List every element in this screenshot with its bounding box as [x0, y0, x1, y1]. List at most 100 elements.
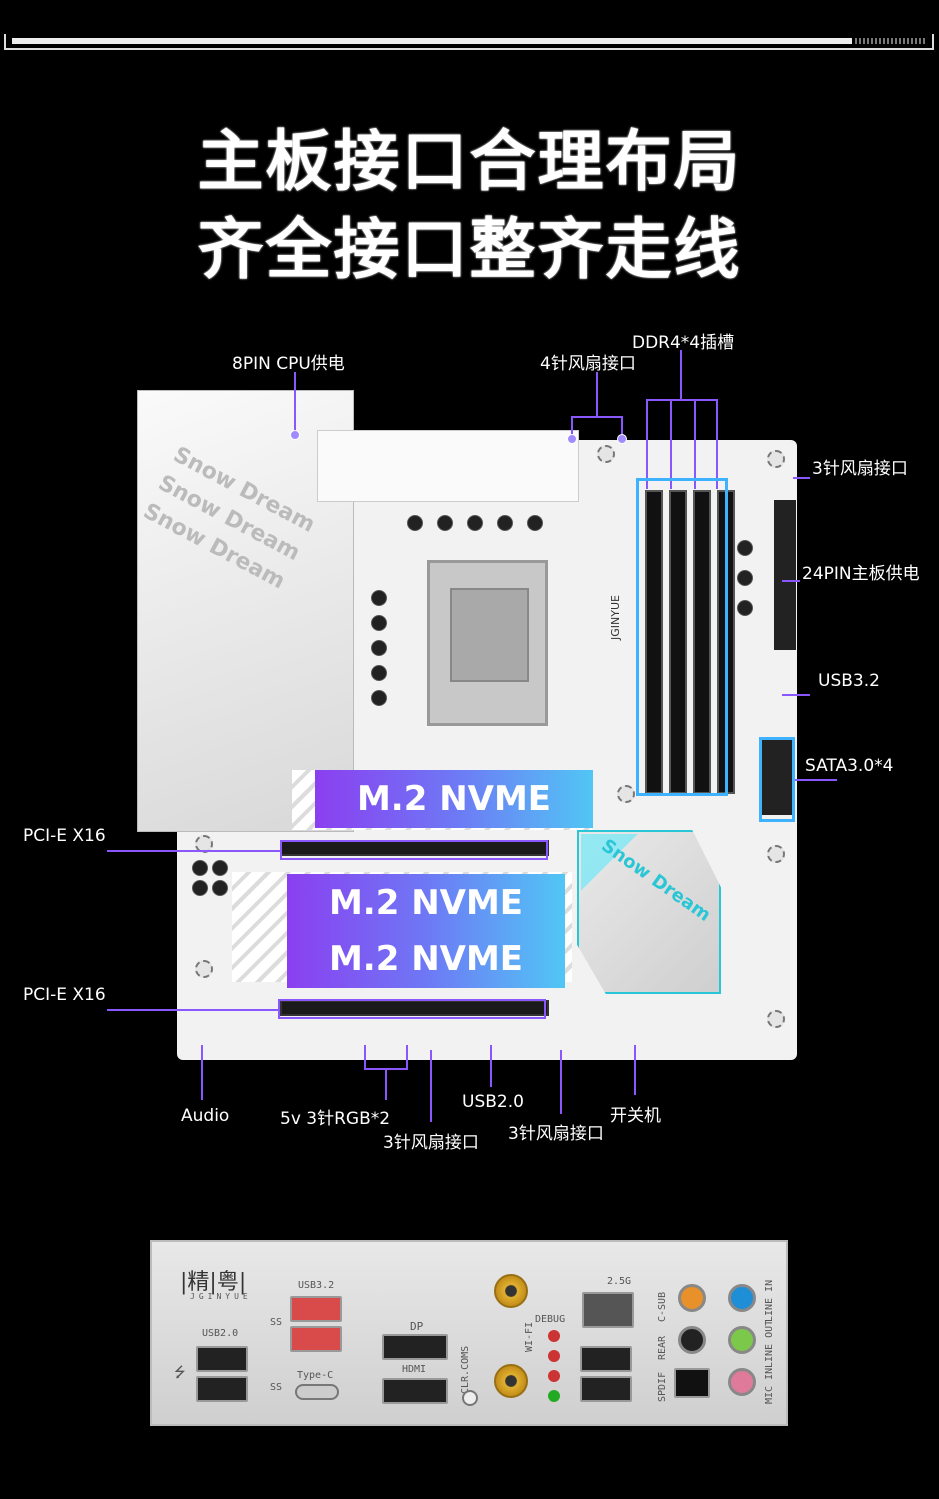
capacitor: [437, 515, 453, 531]
usb32-port-2: [290, 1326, 342, 1352]
sata-highlight: [759, 737, 795, 822]
callout-line-rgb-left: [364, 1045, 366, 1069]
usb20-port-1: [196, 1346, 248, 1372]
label-atx24: 24PIN主板供电: [802, 564, 920, 584]
sata-ports: [762, 740, 792, 815]
capacitor: [467, 515, 483, 531]
capacitor: [371, 590, 387, 606]
capacitor: [371, 615, 387, 631]
callout-line-cpu-power: [294, 372, 296, 434]
ddr4-bracket-mid2: [694, 399, 696, 489]
mount-hole: [617, 785, 635, 803]
audio-jack-line-out: [728, 1326, 756, 1354]
capacitor: [371, 690, 387, 706]
rear-io-panel: |精|粤| JGINYUE USB2.0 ⭍ USB3.2 SS SS Type…: [150, 1240, 788, 1426]
label-cpu-power: 8PIN CPU供电: [232, 354, 345, 374]
callout-dot: [617, 434, 627, 444]
pcie-top-highlight: [280, 840, 548, 860]
io-brand-sub: JGINYUE: [190, 1292, 252, 1301]
io-label-line-out: LINE OUT: [764, 1319, 775, 1368]
io-brand: |精|粤|: [180, 1270, 247, 1295]
top-frame: [4, 34, 934, 50]
audio-jack-line-in: [728, 1284, 756, 1312]
callout-line-audio: [201, 1045, 203, 1100]
lan-port: [582, 1292, 634, 1328]
io-label-dp: DP: [410, 1320, 424, 1333]
mount-hole: [195, 960, 213, 978]
audio-jack-c-sub: [678, 1284, 706, 1312]
ddr4-highlight: [636, 478, 728, 796]
capacitor: [371, 640, 387, 656]
motherboard-image: Snow Dream Snow Dream Snow Dream JGINYUE…: [137, 390, 797, 1060]
hdmi-port: [382, 1378, 448, 1404]
io-label-mic-in: MIC IN: [764, 1367, 775, 1404]
mount-hole: [597, 445, 615, 463]
io-label-typec: Type-C: [297, 1370, 334, 1381]
mount-hole: [767, 450, 785, 468]
capacitor: [407, 515, 423, 531]
m2-label-3: M.2 NVME: [287, 930, 565, 988]
label-fan3pin-right: 3针风扇接口: [812, 459, 908, 479]
callout-line-fan4pin-right: [621, 416, 623, 438]
top-frame-tail: [855, 38, 927, 44]
clr-cmos-button: [462, 1390, 478, 1406]
callout-line-fan-bottom-left: [430, 1050, 432, 1122]
io-label-ss1: SS: [270, 1317, 283, 1328]
io-label-usb32: USB3.2: [298, 1280, 335, 1291]
capacitor: [192, 860, 208, 876]
callout-line-sata: [795, 779, 837, 781]
label-fan3pin-bottom-right: 3针风扇接口: [508, 1124, 604, 1144]
io-label-wifi: WI-FI: [524, 1321, 535, 1352]
audio-jack-rear: [678, 1326, 706, 1354]
debug-led-2: [548, 1350, 560, 1362]
io-label-debug: DEBUG: [535, 1314, 566, 1325]
vrm-heatsink: [317, 430, 579, 502]
capacitor: [737, 570, 753, 586]
callout-line-ddr4: [680, 350, 682, 400]
callout-line-power-switch: [634, 1045, 636, 1095]
io-label-clr: CLR.COMS: [460, 1345, 471, 1394]
capacitor: [737, 540, 753, 556]
label-ddr4: DDR4*4插槽: [632, 333, 735, 353]
label-pcie-top: PCI-E X16: [23, 826, 106, 846]
io-label-hdmi: HDMI: [402, 1364, 427, 1375]
debug-led-4: [548, 1390, 560, 1402]
callout-line-fan4pin: [596, 372, 598, 417]
label-audio: Audio: [181, 1106, 230, 1126]
callout-line-rgb-right: [406, 1045, 408, 1069]
capacitor: [527, 515, 543, 531]
label-sata: SATA3.0*4: [805, 756, 894, 776]
capacitor: [212, 880, 228, 896]
label-rgb: 5v 3针RGB*2: [280, 1109, 391, 1129]
ddr4-bracket-mid1: [670, 399, 672, 489]
debug-led-3: [548, 1370, 560, 1382]
label-fan4pin: 4针风扇接口: [540, 354, 636, 374]
io-label-c-sub: C-SUB: [657, 1291, 668, 1322]
io-label-usb20: USB2.0: [202, 1328, 239, 1339]
usb-icon: ⭍: [174, 1365, 186, 1381]
atx24-connector: [774, 500, 796, 650]
mount-hole: [767, 1010, 785, 1028]
usb20-port-2: [196, 1376, 248, 1402]
label-usb20: USB2.0: [462, 1092, 524, 1112]
usb-port-3: [580, 1346, 632, 1372]
cpu-socket: [427, 560, 548, 726]
wifi-antenna-2: [494, 1364, 528, 1398]
usb-port-4: [580, 1376, 632, 1402]
brand-vertical: JGINYUE: [609, 595, 622, 640]
callout-line-atx24: [782, 580, 800, 582]
capacitor: [497, 515, 513, 531]
wifi-antenna-1: [494, 1274, 528, 1308]
capacitor: [192, 880, 208, 896]
callout-line-fan4pin-bar: [571, 416, 623, 418]
callout-line-usb20: [490, 1045, 492, 1087]
callout-line-rgb: [385, 1068, 387, 1100]
typec-port: [295, 1384, 339, 1400]
capacitor: [212, 860, 228, 876]
label-power-switch: 开关机: [610, 1106, 661, 1126]
io-label-lan: 2.5G: [607, 1276, 632, 1287]
label-fan3pin-bottom-left: 3针风扇接口: [383, 1133, 479, 1153]
label-pcie-bottom: PCI-E X16: [23, 985, 106, 1005]
label-usb32: USB3.2: [818, 671, 880, 691]
io-label-rear: REAR: [657, 1335, 668, 1360]
